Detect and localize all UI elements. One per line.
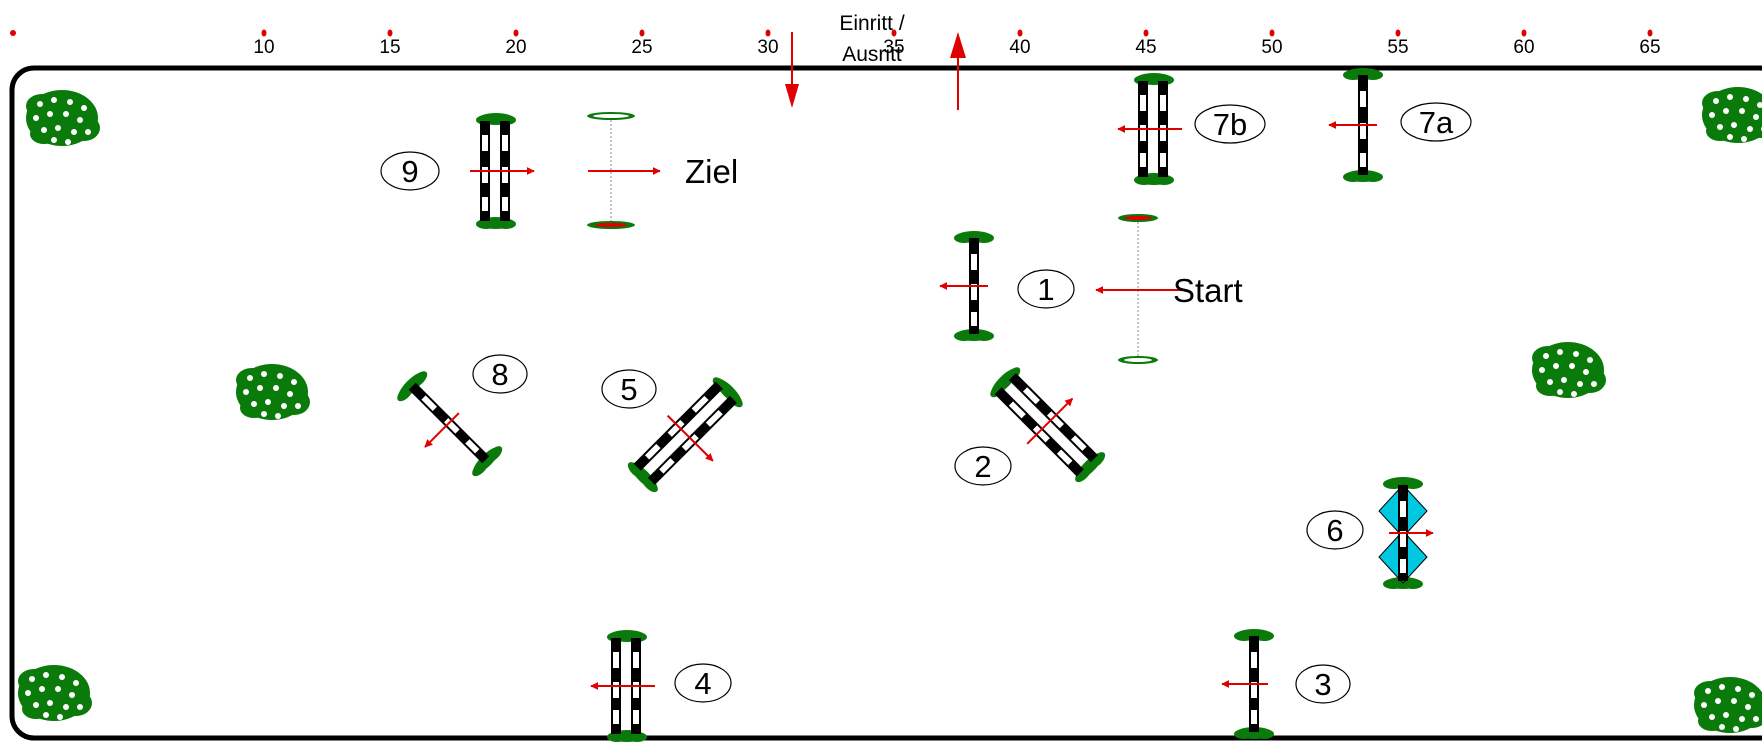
obstacle-8 bbox=[393, 367, 505, 479]
number-8: 8 bbox=[491, 357, 508, 392]
ruler-tick-label: 15 bbox=[379, 37, 400, 58]
number-bubble-7b: 7b bbox=[1194, 104, 1266, 144]
number-bubble-6: 6 bbox=[1306, 510, 1364, 550]
obstacle-3 bbox=[1221, 629, 1274, 739]
number-bubble-2: 2 bbox=[954, 446, 1012, 486]
number-bubble-7a: 7a bbox=[1400, 102, 1472, 142]
ruler-start-dot bbox=[10, 30, 16, 36]
shrub-icon bbox=[1702, 87, 1762, 143]
obstacle-7b bbox=[1117, 73, 1182, 185]
obstacle-2 bbox=[986, 363, 1108, 485]
ruler-tick-mark bbox=[513, 29, 519, 37]
start-label: Start bbox=[1173, 272, 1243, 309]
number-bubble-3: 3 bbox=[1295, 664, 1351, 704]
ruler-tick-mark bbox=[1521, 29, 1527, 37]
obstacle-5 bbox=[625, 373, 747, 495]
distance-ruler: 10 15 20 25 30 35 40 45 50 55 60 65 bbox=[253, 29, 1661, 58]
number-1: 1 bbox=[1037, 272, 1054, 307]
ruler-tick-mark bbox=[1395, 29, 1401, 37]
ruler-tick-mark bbox=[387, 29, 393, 37]
number-2: 2 bbox=[974, 449, 991, 484]
obstacle-6 bbox=[1378, 477, 1434, 589]
ruler-tick-mark bbox=[765, 29, 771, 37]
obstacle-7a bbox=[1328, 68, 1383, 182]
shrub-icon bbox=[1532, 342, 1606, 398]
ruler-tick-label: 65 bbox=[1639, 37, 1660, 58]
ruler-tick-mark bbox=[891, 29, 897, 37]
shrub-icon bbox=[236, 364, 310, 420]
ruler-tick-mark bbox=[1017, 29, 1023, 37]
number-7b: 7b bbox=[1213, 107, 1247, 142]
finish-label: Ziel bbox=[685, 153, 738, 190]
ruler-tick-label: 30 bbox=[757, 37, 778, 58]
ruler-tick-label: 50 bbox=[1261, 37, 1282, 58]
obstacle-4 bbox=[590, 630, 655, 742]
entrance-in-arrow bbox=[785, 32, 799, 108]
number-7a: 7a bbox=[1419, 105, 1454, 140]
number-bubble-4: 4 bbox=[674, 663, 732, 703]
ruler-tick-label: 25 bbox=[631, 37, 652, 58]
finish-line bbox=[587, 112, 661, 229]
shrub-icon bbox=[18, 665, 92, 721]
number-bubble-8: 8 bbox=[472, 354, 528, 394]
ruler-tick-label: 20 bbox=[505, 37, 526, 58]
ruler-tick-label: 35 bbox=[883, 37, 904, 58]
ruler-tick-label: 55 bbox=[1387, 37, 1408, 58]
number-bubble-9: 9 bbox=[380, 151, 440, 191]
start-line bbox=[1095, 214, 1186, 364]
ruler-tick-mark bbox=[639, 29, 645, 37]
ruler-tick-label: 10 bbox=[253, 37, 274, 58]
number-4: 4 bbox=[694, 666, 711, 701]
number-3: 3 bbox=[1314, 667, 1331, 702]
obstacle-9 bbox=[470, 113, 535, 229]
shrub-icon bbox=[26, 90, 100, 146]
ruler-tick-mark bbox=[1269, 29, 1275, 37]
ruler-tick-label: 40 bbox=[1009, 37, 1030, 58]
number-bubble-5: 5 bbox=[601, 369, 657, 409]
entrance-label-line2: Ausritt bbox=[842, 43, 902, 66]
ruler-tick-label: 60 bbox=[1513, 37, 1534, 58]
number-5: 5 bbox=[620, 372, 637, 407]
ruler-tick-mark bbox=[1647, 29, 1653, 37]
obstacle-1 bbox=[939, 231, 994, 341]
number-bubble-1: 1 bbox=[1017, 269, 1075, 309]
ruler-tick-label: 45 bbox=[1135, 37, 1156, 58]
entrance-label-line1: Einritt / bbox=[839, 12, 905, 35]
number-9: 9 bbox=[401, 154, 418, 189]
exit-out-arrow bbox=[950, 32, 966, 110]
shrub-icon bbox=[1694, 677, 1762, 733]
ruler-tick-mark bbox=[261, 29, 267, 37]
ruler-tick-mark bbox=[1143, 29, 1149, 37]
arena-border bbox=[9, 65, 1762, 741]
number-6: 6 bbox=[1326, 513, 1343, 548]
